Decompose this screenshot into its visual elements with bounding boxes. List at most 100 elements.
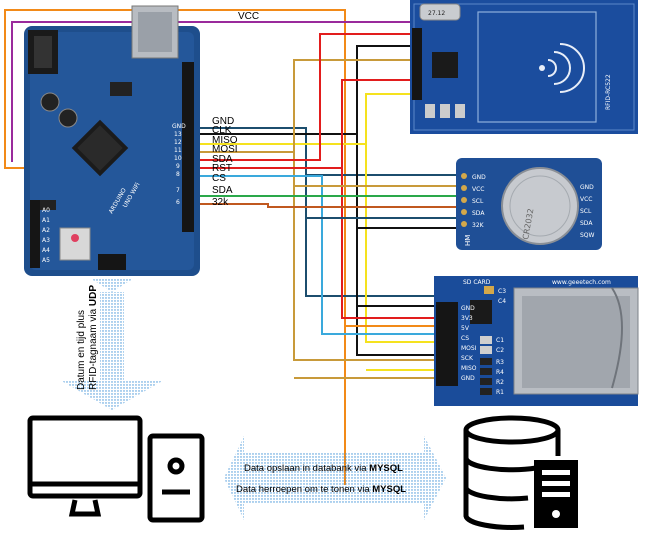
- label-32k: 32k: [212, 197, 229, 208]
- mysql-double-arrow: Data opslaan in databank via MYSQL Data …: [224, 436, 446, 520]
- sd-site: www.geeetech.com: [552, 279, 611, 286]
- wire-mosi: [196, 59, 435, 361]
- rtc-mark: HM: [464, 235, 472, 246]
- rfid-chip: [432, 52, 458, 78]
- rtc-right-pins: GND VCC SCL SDA SQW: [580, 184, 595, 239]
- rtc-left-pins: GND VCC SCL SDA 32K: [461, 173, 486, 229]
- wire-cs: [196, 175, 435, 335]
- arduino-board: ARDUINO UNO WiFi GND 13 12 11 10 9 8 7 6…: [24, 5, 200, 276]
- computer-icon: [27, 415, 205, 523]
- label-miso: MISO: [212, 135, 238, 146]
- label-vcc: VCC: [238, 11, 259, 22]
- rtc-module: CR2032 GND VCC SCL SDA 32K GND VCC SCL S…: [456, 158, 602, 250]
- pin-label: VCC: [472, 186, 484, 193]
- sd-regulator: [470, 300, 492, 324]
- sd-components: C3 C4 C1 C2 R3 R4 R2 R1: [480, 286, 506, 396]
- component-label: R3: [496, 359, 504, 366]
- mysql-note-line2: Data herroepen om te tonen via MYSQL: [236, 484, 406, 495]
- pin-label: 9: [176, 163, 180, 170]
- component-label: C2: [496, 347, 504, 354]
- crystal-label: 27.12: [428, 10, 445, 17]
- sd-card-module: SD CARD www.geeetech.com C3 C4 C1 C2 R3 …: [434, 276, 639, 406]
- component-label: R1: [496, 389, 504, 396]
- wire-miso: [196, 93, 435, 343]
- database-server-icon: [463, 415, 578, 530]
- component-label: R2: [496, 379, 504, 386]
- crystal: [419, 3, 461, 21]
- pin-label: VCC: [580, 196, 592, 203]
- udp-note-line1: Datum en tijd plus: [76, 310, 87, 390]
- label-mosi: MOSI: [212, 144, 238, 155]
- label-sda-1: SDA: [212, 154, 233, 165]
- pin-label: 5V: [461, 325, 470, 332]
- label-gnd: GND: [212, 116, 234, 127]
- pin-label: GND: [472, 174, 486, 181]
- digital-header: [182, 62, 194, 232]
- pin-label: A4: [42, 247, 50, 254]
- pin-label: GND: [461, 375, 475, 382]
- pin-label: SCK: [461, 355, 474, 362]
- pin-label: SQW: [580, 232, 595, 239]
- pin-label: SDA: [472, 210, 485, 217]
- wire-32k: [196, 203, 458, 208]
- label-clk: CLK: [212, 125, 232, 136]
- pin-label: 3V3: [461, 315, 473, 322]
- capacitor: [58, 108, 78, 128]
- pin-label: SDA: [580, 220, 593, 227]
- pin-label: GND: [461, 305, 475, 312]
- pin-label: A1: [42, 217, 50, 224]
- component-label: R4: [496, 369, 504, 376]
- coin-battery: [501, 167, 579, 245]
- udp-double-arrow: Datum en tijd plus RFID-tagnaam via UDP: [60, 278, 164, 410]
- pin-label: MISO: [461, 365, 477, 372]
- label-cs: CS: [212, 173, 226, 184]
- capacitor: [40, 92, 60, 112]
- wire-labels: VCC GND CLK MISO MOSI SDA RST CS SDA 32k: [212, 11, 259, 208]
- pin-label: GND: [580, 184, 594, 191]
- antenna: [477, 11, 597, 123]
- pin-label: SCL: [472, 198, 484, 205]
- pin-label: 13: [174, 131, 182, 138]
- rfid-silk: RFID-RC522: [605, 74, 612, 110]
- pin-label: 32K: [472, 222, 485, 229]
- pin-label: 10: [174, 155, 182, 162]
- pin-label: GND: [172, 123, 186, 130]
- pin-label: SCL: [580, 208, 592, 215]
- pin-label: CS: [461, 335, 469, 342]
- label-rst: RST: [212, 163, 232, 174]
- mysql-note-line1: Data opslaan in databank via MYSQL: [244, 463, 403, 474]
- sd-header: [436, 302, 458, 386]
- pin-label: A2: [42, 227, 50, 234]
- component-label: C1: [496, 337, 504, 344]
- digital-pin-labels: GND 13 12 11 10 9 8 7 6: [172, 123, 186, 206]
- component-label: C4: [498, 298, 506, 305]
- label-sda-2: SDA: [212, 185, 233, 196]
- wire-clk: [196, 45, 435, 356]
- wire-gnd: [196, 127, 458, 297]
- rfid-module: 27.12 RFID-RC522: [410, 0, 638, 134]
- pin-label: MOSI: [461, 345, 477, 352]
- rfid-symbol: [547, 43, 585, 93]
- component-label: C3: [498, 288, 506, 295]
- pin-label: 7: [176, 187, 180, 194]
- pin-label: 11: [174, 147, 182, 154]
- pin-label: A3: [42, 237, 50, 244]
- wire-bundle: [4, 9, 458, 485]
- analog-pin-labels: A0 A1 A2 A3 A4 A5: [42, 207, 50, 264]
- sd-title: SD CARD: [463, 279, 491, 286]
- icsp-header: [98, 254, 126, 270]
- pin-label: 8: [176, 171, 180, 178]
- microcontroller-chip: [71, 119, 129, 177]
- wifi-module: [59, 227, 91, 261]
- pin-label: 12: [174, 139, 182, 146]
- analog-header: [30, 200, 40, 268]
- pin-label: A0: [42, 207, 50, 214]
- udp-note-line2: RFID-tagnaam via UDP: [88, 285, 99, 390]
- wire-sda-rfid: [196, 33, 415, 161]
- pin-label: 6: [176, 199, 180, 206]
- wire-orange-loop: [4, 9, 346, 485]
- pin-label: A5: [42, 257, 50, 264]
- sd-pin-labels: GND 3V3 5V CS MOSI SCK MISO GND: [461, 305, 477, 382]
- rfid-header: [412, 28, 422, 100]
